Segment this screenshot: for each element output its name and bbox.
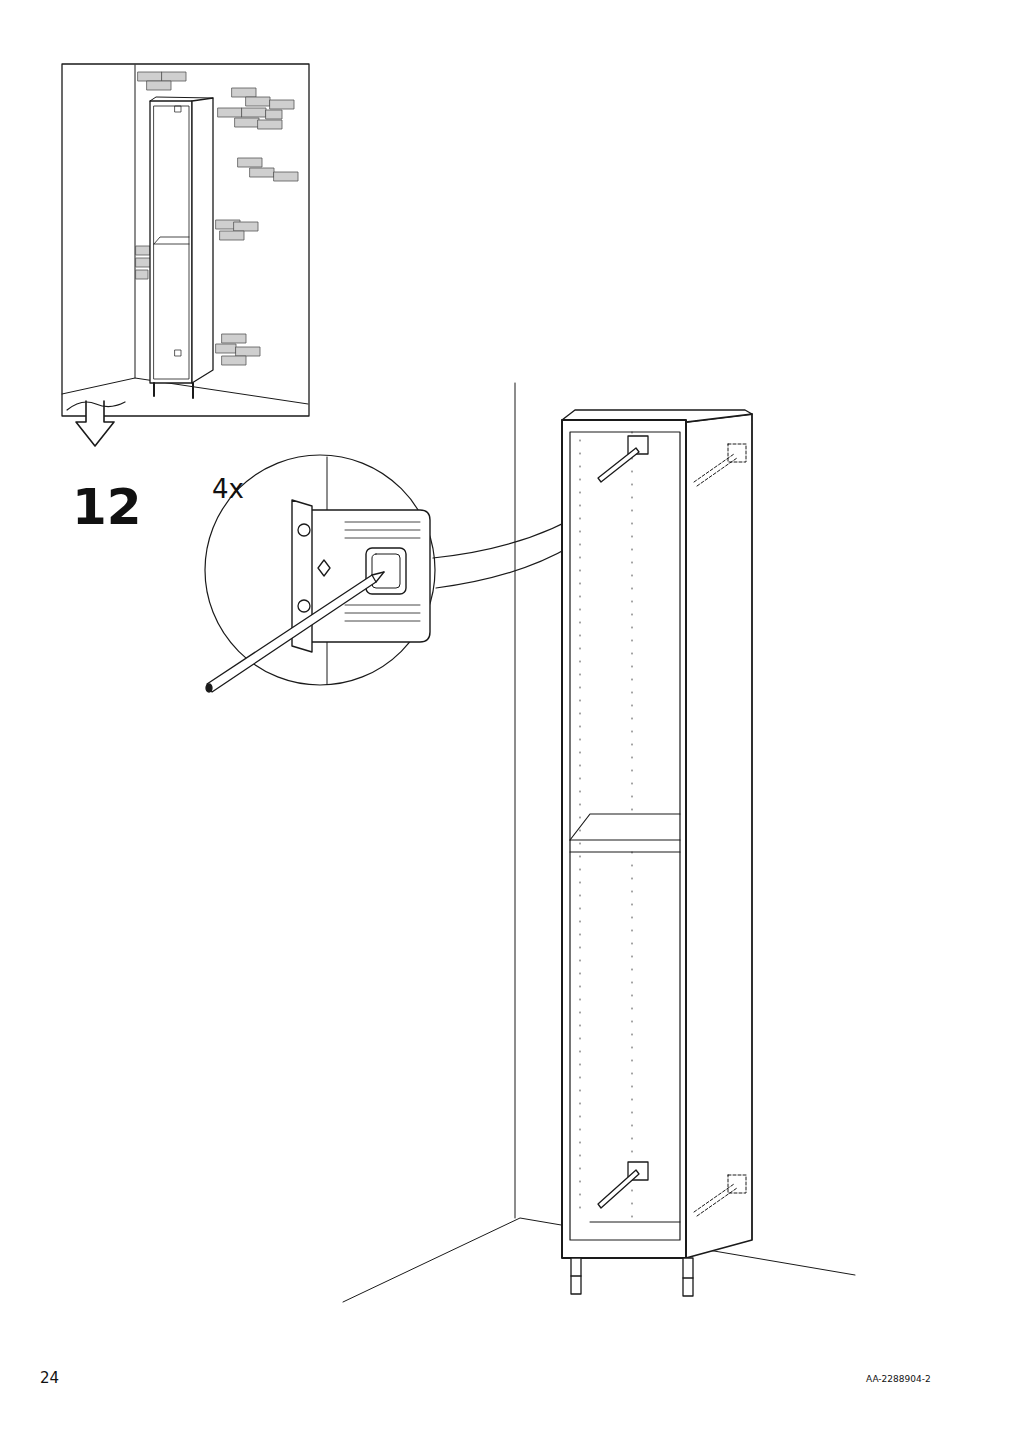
step-number: 12 (72, 482, 142, 532)
detail-circle (205, 455, 435, 692)
quantity-label: 4x (212, 476, 244, 502)
cabinet (562, 410, 752, 1296)
document-code: AA-2288904-2 (866, 1375, 931, 1384)
overview-inset (62, 64, 309, 416)
step-arrow (76, 401, 114, 446)
page-number: 24 (40, 1371, 59, 1386)
